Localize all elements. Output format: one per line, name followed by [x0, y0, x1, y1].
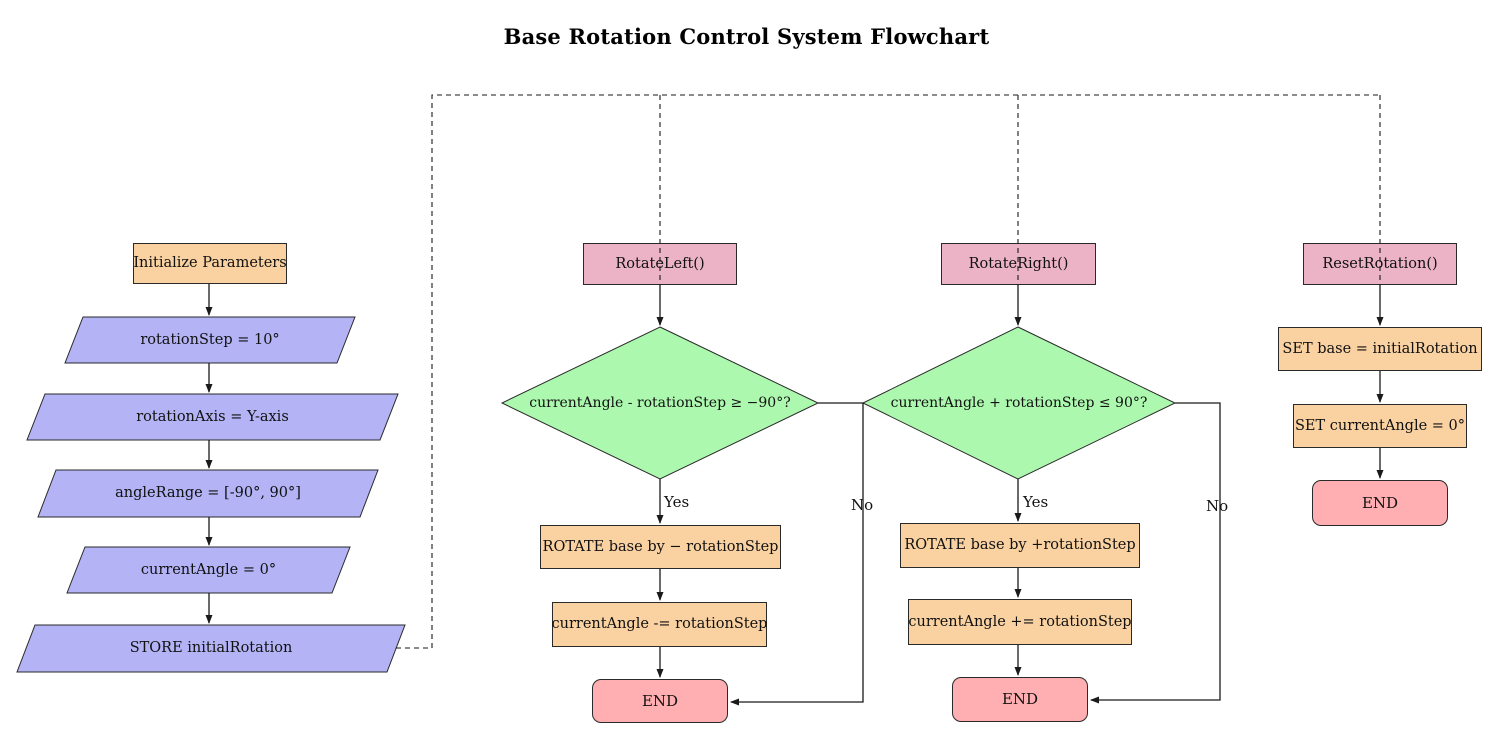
io-parallelogram-current-angle: [66, 546, 351, 594]
io-parallelogram-rotation-axis: [26, 393, 399, 441]
reset-step2-node: SET currentAngle = 0°: [1293, 404, 1467, 448]
decision-diamond-rotate-left: [500, 326, 820, 480]
io-parallelogram-store-initial-rotation: [16, 624, 406, 673]
rotate-right-step1-node: ROTATE base by +rotationStep: [900, 523, 1140, 568]
rotate-left-step1-node: ROTATE base by − rotationStep: [540, 525, 781, 569]
rotate-right-end-node: END: [952, 677, 1088, 722]
reset-step1-node: SET base = initialRotation: [1278, 327, 1482, 371]
rotate-right-yes-label: Yes: [1023, 493, 1049, 511]
rotate-left-trigger-label: RotateLeft(): [615, 255, 705, 272]
io-parallelogram-rotation-step: [64, 316, 356, 364]
rotate-left-step2-node: currentAngle -= rotationStep: [552, 602, 767, 647]
reset-step2-label: SET currentAngle = 0°: [1294, 417, 1466, 434]
reset-rotation-trigger-label: ResetRotation(): [1322, 255, 1438, 272]
io-parallelogram-angle-range: [37, 469, 379, 518]
reset-rotation-trigger-node: ResetRotation(): [1303, 243, 1457, 285]
rotate-left-end-node: END: [592, 679, 728, 723]
reset-end-node: END: [1312, 480, 1448, 526]
rotate-left-no-label: No: [851, 496, 874, 514]
reset-step1-label: SET base = initialRotation: [1282, 340, 1478, 357]
rotate-right-step1-label: ROTATE base by +rotationStep: [904, 537, 1136, 554]
init-parameters-label: Initialize Parameters: [133, 255, 287, 272]
rotate-left-trigger-node: RotateLeft(): [583, 243, 737, 285]
rotate-right-step2-label: currentAngle += rotationStep: [908, 613, 1132, 630]
rotate-right-step2-node: currentAngle += rotationStep: [908, 599, 1132, 645]
rotate-left-step2-label: currentAngle -= rotationStep: [551, 616, 768, 633]
rotate-right-no-label: No: [1206, 497, 1229, 515]
rotate-left-step1-label: ROTATE base by − rotationStep: [542, 538, 779, 555]
rotate-right-trigger-node: RotateRight(): [941, 243, 1096, 285]
decision-diamond-rotate-right: [861, 326, 1177, 480]
page-title: Base Rotation Control System Flowchart: [503, 24, 990, 49]
rotate-right-trigger-label: RotateRight(): [968, 255, 1069, 272]
init-parameters-node: Initialize Parameters: [133, 243, 287, 284]
rotate-left-yes-label: Yes: [664, 493, 690, 511]
rotate-left-end-label: END: [641, 691, 679, 710]
rotate-right-end-label: END: [1001, 690, 1039, 708]
reset-end-label: END: [1361, 493, 1399, 512]
